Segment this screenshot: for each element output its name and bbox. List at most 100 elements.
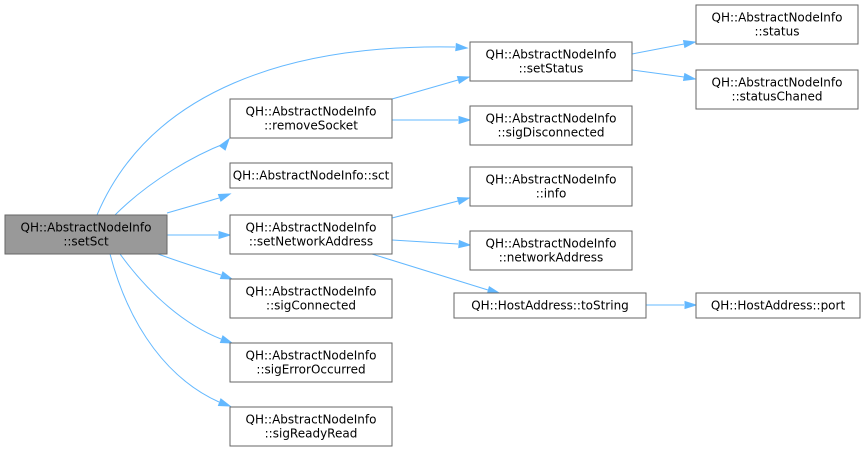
edge-setSct-to-removeSocket [114,137,230,216]
node-label-line: ::sigReadyRead [265,427,358,441]
node-label-line: QH::AbstractNodeInfo [21,221,152,235]
node-box[interactable] [229,98,393,139]
node-label-line: ::removeSocket [264,119,358,133]
edge-setSct-to-sigConnected [157,253,234,280]
edge-toString-to-port [646,300,698,310]
node-label-line: ::sigErrorOccurred [256,363,365,377]
node-statusChaned[interactable]: QH::AbstractNodeInfo::statusChaned [695,69,859,110]
edge-setSct-to-setNetworkAddress [167,230,232,240]
node-label-line: ::status [755,25,800,39]
node-networkAddress[interactable]: QH::AbstractNodeInfo::networkAddress [469,230,633,271]
edge-line [631,69,685,78]
edge-line [631,43,685,55]
node-label-line: QH::HostAddress::port [711,299,846,313]
edge-arrowhead [458,239,472,249]
node-removeSocket[interactable]: QH::AbstractNodeInfo::removeSocket [229,98,393,139]
edge-arrowhead [684,300,698,310]
node-label-line: QH::AbstractNodeInfo [486,237,617,251]
node-box[interactable] [453,292,647,319]
node-port[interactable]: QH::HostAddress::port [695,292,861,319]
node-label-line: QH::AbstractNodeInfo [486,173,617,187]
node-box[interactable] [695,69,859,110]
edge-line [391,200,459,219]
node-label-line: QH::AbstractNodeInfo [246,221,377,235]
edge-setNetworkAddress-to-toString [371,253,501,295]
edge-arrowhead [455,42,469,52]
node-status[interactable]: QH::AbstractNodeInfo::status [695,4,859,45]
node-label-line: ::setNetworkAddress [249,235,373,249]
node-box[interactable] [229,162,393,189]
node-label-line: ::sigDisconnected [498,126,605,140]
edge-arrowhead [218,137,230,151]
node-box[interactable] [695,292,861,319]
node-box[interactable] [229,278,393,319]
edge-arrowhead [682,72,697,82]
edge-setStatus-to-status [631,39,697,55]
node-label-line: ::networkAddress [499,251,604,265]
edge-arrowhead [456,196,471,206]
edge-line [391,239,459,245]
edge-arrowhead [456,75,471,85]
node-label-line: QH::AbstractNodeInfo [712,11,843,25]
node-toString[interactable]: QH::HostAddress::toString [453,292,647,319]
node-info[interactable]: QH::AbstractNodeInfo::info [469,166,633,207]
node-label-line: ::setStatus [519,62,584,76]
edge-setStatus-to-statusChaned [631,69,697,82]
edge-arrowhead [219,271,234,280]
node-setStatus[interactable]: QH::AbstractNodeInfo::setStatus [469,41,633,82]
node-label-line: ::setSct [63,235,109,249]
node-box[interactable] [469,41,633,82]
edge-removeSocket-to-sigDisconnected [392,115,472,125]
node-label-line: QH::AbstractNodeInfo::sct [233,169,390,183]
node-label-line: QH::AbstractNodeInfo [246,105,377,119]
node-box[interactable] [229,342,393,383]
edge-setNetworkAddress-to-info [391,196,471,219]
edge-line [391,79,459,100]
edge-line [109,253,220,403]
node-label-line: ::info [536,187,567,201]
edge-line [119,253,222,340]
node-sct[interactable]: QH::AbstractNodeInfo::sct [229,162,393,189]
edge-setSct-to-sigReadyRead [109,253,232,407]
edge-removeSocket-to-setStatus [391,75,471,100]
edge-setSct-to-setStatus [96,42,469,216]
node-setSct[interactable]: QH::AbstractNodeInfo::setSct [4,214,168,255]
node-box[interactable] [229,214,393,255]
edge-line [114,142,227,216]
node-sigReadyRead[interactable]: QH::AbstractNodeInfo::sigReadyRead [229,406,393,447]
edge-arrowhead [682,39,697,49]
edge-line [157,253,222,276]
node-label-line: QH::HostAddress::toString [471,299,629,313]
node-box[interactable] [469,105,633,146]
edge-arrowhead [217,193,232,202]
node-label-line: QH::AbstractNodeInfo [246,285,377,299]
node-box[interactable] [695,4,859,45]
node-label-line: QH::AbstractNodeInfo [246,349,377,363]
node-box[interactable] [469,166,633,207]
edge-line [96,46,456,216]
node-setNetworkAddress[interactable]: QH::AbstractNodeInfo::setNetworkAddress [229,214,393,255]
edge-line [371,253,489,291]
edge-line [166,197,220,214]
node-sigErrorOccurred[interactable]: QH::AbstractNodeInfo::sigErrorOccurred [229,342,393,383]
edges-layer [96,39,698,407]
node-box[interactable] [4,214,168,255]
node-label-line: QH::AbstractNodeInfo [486,112,617,126]
edge-arrowhead [458,115,472,125]
edge-setSct-to-sct [166,193,232,214]
edge-arrowhead [217,398,232,407]
edge-setNetworkAddress-to-networkAddress [391,239,472,249]
node-label-line: ::sigConnected [266,299,356,313]
node-label-line: QH::AbstractNodeInfo [712,76,843,90]
node-sigConnected[interactable]: QH::AbstractNodeInfo::sigConnected [229,278,393,319]
node-box[interactable] [229,406,393,447]
edge-arrowhead [219,335,234,344]
edge-arrowhead [486,285,501,295]
edge-arrowhead [218,230,232,240]
edge-setSct-to-sigErrorOccurred [119,253,234,344]
nodes-layer: QH::AbstractNodeInfo::setSctQH::Abstract… [4,4,861,447]
node-sigDisconnected[interactable]: QH::AbstractNodeInfo::sigDisconnected [469,105,633,146]
node-label-line: QH::AbstractNodeInfo [486,48,617,62]
node-label-line: QH::AbstractNodeInfo [246,413,377,427]
node-box[interactable] [469,230,633,271]
